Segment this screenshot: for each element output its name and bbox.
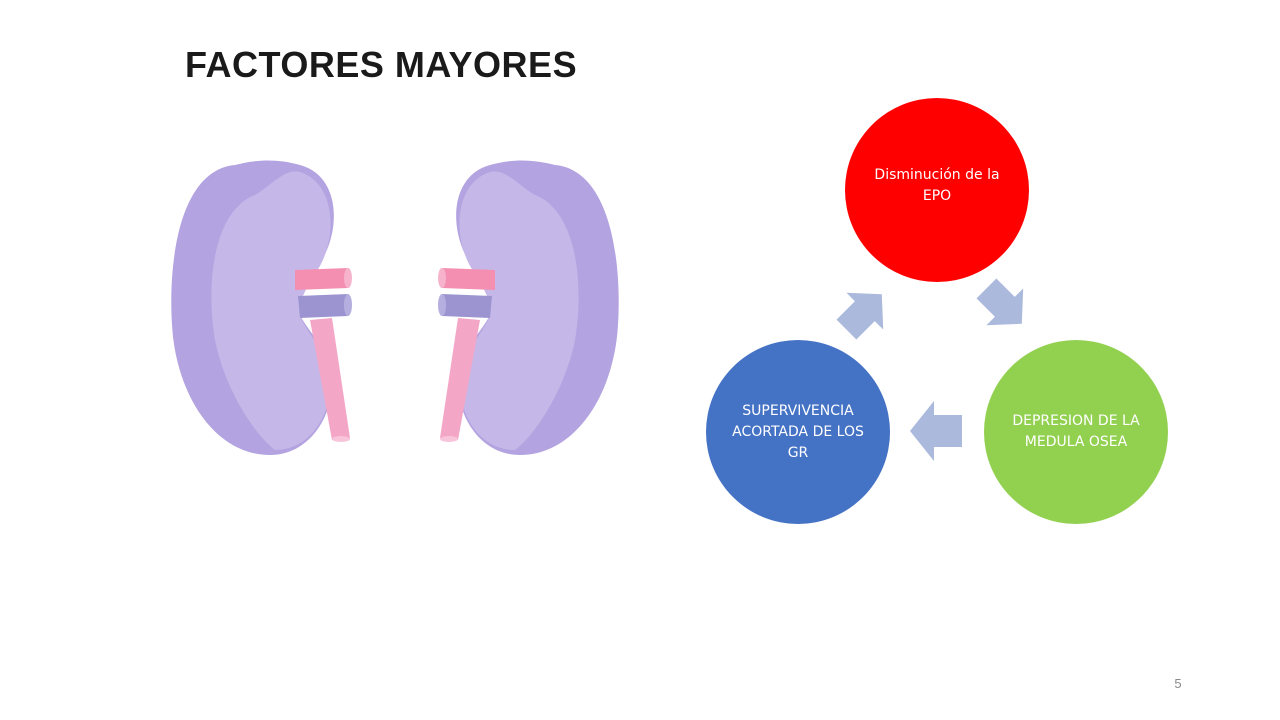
right-ureter <box>440 318 480 440</box>
cycle-diagram: Disminución de la EPO DEPRESION DE LA ME… <box>700 90 1180 530</box>
slide-title: FACTORES MAYORES <box>185 44 578 85</box>
right-vein <box>442 294 492 318</box>
cycle-node-epo: Disminución de la EPO <box>845 98 1029 282</box>
right-kidney-inner <box>459 171 579 450</box>
arrow-right-to-left-icon <box>910 401 962 461</box>
left-vein <box>298 294 348 318</box>
right-kidney <box>438 160 619 455</box>
page-number: 5 <box>1174 676 1182 691</box>
left-ureter <box>310 318 350 440</box>
arrow-left-to-top-icon <box>836 292 884 340</box>
cycle-node-medula: DEPRESION DE LA MEDULA OSEA <box>984 340 1168 524</box>
cycle-node-supervivencia: SUPERVIVENCIA ACORTADA DE LOS GR <box>706 340 890 524</box>
left-kidney <box>171 160 352 455</box>
cycle-node-supervivencia-label: SUPERVIVENCIA ACORTADA DE LOS GR <box>732 402 864 461</box>
cycle-node-medula-label: DEPRESION DE LA MEDULA OSEA <box>1012 413 1140 450</box>
left-kidney-inner <box>211 171 331 450</box>
cycle-arrows <box>836 278 1024 461</box>
cycle-node-epo-label: Disminución de la EPO <box>874 167 1000 204</box>
left-artery <box>295 268 348 290</box>
right-artery <box>442 268 495 290</box>
kidneys-illustration <box>171 160 619 455</box>
arrow-top-to-right-icon <box>976 278 1024 326</box>
